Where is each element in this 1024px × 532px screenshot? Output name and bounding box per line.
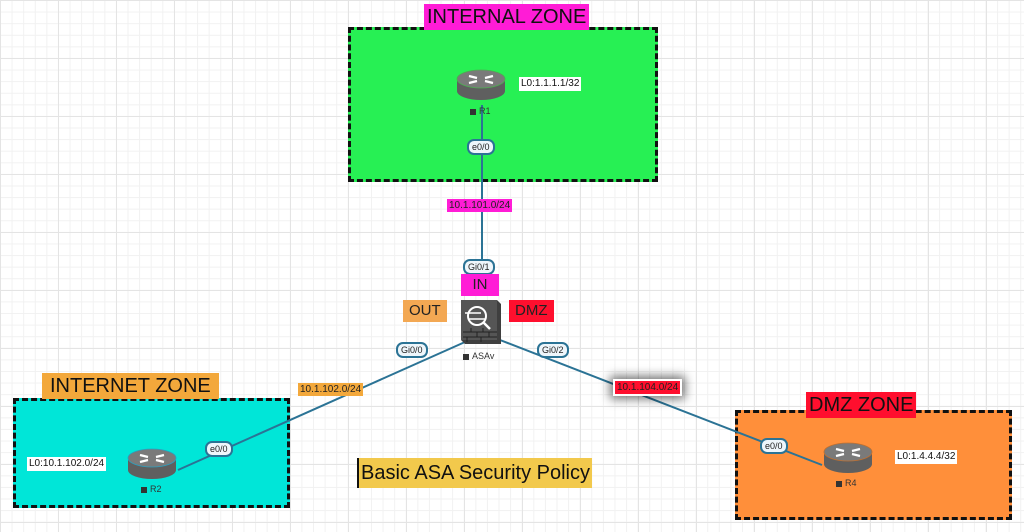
router-r1-loopback: L0:1.1.1.1/32	[519, 77, 582, 91]
router-r4-name: R4	[836, 478, 857, 488]
asa-outside-label: OUT	[403, 300, 447, 322]
router-r2-name: R2	[141, 484, 162, 494]
router-r4-icon[interactable]	[822, 440, 874, 476]
asa-name: ASAv	[463, 351, 494, 361]
diagram-title: Basic ASA Security Policy	[357, 458, 592, 488]
internet-zone-label: INTERNET ZONE	[42, 373, 219, 399]
subnet-outside-label: 10.1.102.0/24	[298, 383, 364, 396]
asa-inside-label: IN	[461, 274, 499, 296]
asa-dmz-label: DMZ	[509, 300, 554, 322]
subnet-inside-label: 10.1.101.0/24	[447, 199, 513, 212]
asa-port-inside[interactable]: Gi0/1	[463, 259, 495, 275]
router-r1-name: R1	[470, 106, 491, 116]
router-r4-loopback: L0:1.4.4.4/32	[895, 450, 958, 464]
internal-zone-label: INTERNAL ZONE	[424, 4, 590, 30]
router-r2-icon[interactable]	[126, 446, 178, 482]
subnet-dmz-label: 10.1.104.0/24	[612, 379, 683, 396]
router-r4-port[interactable]: e0/0	[760, 438, 788, 454]
asa-port-outside[interactable]: Gi0/0	[396, 342, 428, 358]
internet-zone	[13, 398, 290, 508]
router-r2-port[interactable]: e0/0	[205, 441, 233, 457]
asa-firewall-icon[interactable]	[457, 296, 503, 348]
router-r1-port[interactable]: e0/0	[467, 139, 495, 155]
router-r1-icon[interactable]	[455, 67, 507, 103]
asa-port-dmz[interactable]: Gi0/2	[537, 342, 569, 358]
router-r2-loopback: L0:10.1.102.0/24	[27, 457, 107, 471]
dmz-zone-label: DMZ ZONE	[806, 392, 917, 418]
